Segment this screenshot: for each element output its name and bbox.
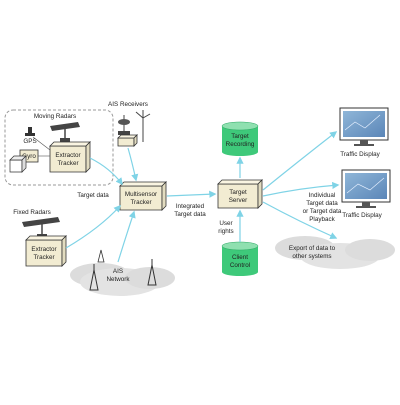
gps-to-tracker-line	[32, 136, 51, 151]
multisensor-label-2: Tracker	[130, 199, 151, 206]
target-server-label-2: Server	[229, 197, 248, 204]
export-label-2: other systems	[292, 253, 331, 260]
fixed-radar-to-multisensor-arrow	[65, 204, 121, 249]
gyro-device-icon	[9, 155, 27, 173]
integrated-label-1: Integrated	[176, 203, 205, 210]
client-control-label-1: Client	[232, 254, 248, 261]
client-control-label-2: Control	[230, 262, 250, 269]
fixed-radars-label: Fixed Radars	[13, 209, 50, 216]
traffic-display-label-top: Traffic Display	[340, 151, 380, 158]
user-rights-label-1: User	[219, 220, 232, 227]
ais-network-tower-icon	[89, 249, 157, 291]
multisensor-to-server-arrow	[166, 190, 217, 198]
individual-label-1: Individual	[309, 192, 336, 199]
multisensor-tracker-box	[119, 181, 167, 211]
target-recording-label-2: Recording	[226, 141, 255, 148]
traffic-display-monitor-bottom	[341, 169, 391, 208]
target-data-label: Target data	[77, 192, 109, 199]
traffic-display-monitor-top	[339, 107, 389, 146]
fixed-extractor-label-2: Tracker	[33, 254, 54, 261]
ais-receiver-to-multisensor-arrow	[127, 147, 139, 182]
moving-radars-label: Moving Radars	[34, 113, 76, 120]
ais-receivers-label: AIS Receivers	[108, 101, 148, 108]
export-label-1: Export of data to	[289, 245, 336, 252]
ais-network-label-1: AIS	[113, 268, 123, 275]
integrated-label-2: Target data	[174, 211, 206, 218]
multisensor-label-1: Multisensor	[125, 191, 157, 198]
moving-radars-group	[4, 109, 114, 186]
gps-icon	[25, 127, 35, 136]
moving-extractor-label-1: Extractor	[55, 152, 80, 159]
ais-receiver-box	[117, 134, 138, 147]
traffic-display-label-bottom: Traffic Display	[342, 212, 382, 219]
moving-extractor-label-2: Tracker	[57, 160, 78, 167]
ais-receiver-icon	[118, 115, 130, 135]
target-server-label-1: Target	[229, 189, 247, 196]
wind-turbine-icon	[135, 110, 151, 142]
moving-radar-to-multisensor-arrow	[89, 157, 123, 186]
individual-label-4: Playback	[309, 216, 335, 223]
server-to-export-arrow	[262, 201, 338, 239]
fixed-extractor-tracker-box	[25, 235, 67, 267]
target-server-box	[217, 179, 263, 209]
server-to-display-top-arrow	[262, 131, 338, 191]
user-rights-label-2: rights	[218, 228, 233, 235]
fixed-radar-antenna-icon	[22, 217, 60, 238]
ais-network-to-multisensor-arrow	[117, 210, 136, 263]
individual-label-2: Target data	[306, 200, 338, 207]
server-to-display-bottom-arrow	[262, 181, 340, 197]
target-recording-label-1: Target	[231, 133, 249, 140]
moving-extractor-tracker-box	[49, 141, 91, 173]
gps-label: GPS	[23, 138, 36, 145]
ais-network-cloud	[70, 263, 175, 296]
ais-network-label-2: Network	[106, 276, 130, 283]
fixed-extractor-label-1: Extractor	[31, 246, 56, 253]
moving-radar-antenna-icon	[50, 122, 80, 142]
gyro-label: Gyro	[22, 153, 36, 160]
individual-label-3: or Target data	[303, 208, 342, 215]
client-control-database	[221, 241, 259, 276]
target-recording-database	[221, 121, 259, 156]
export-cloud	[275, 236, 395, 269]
